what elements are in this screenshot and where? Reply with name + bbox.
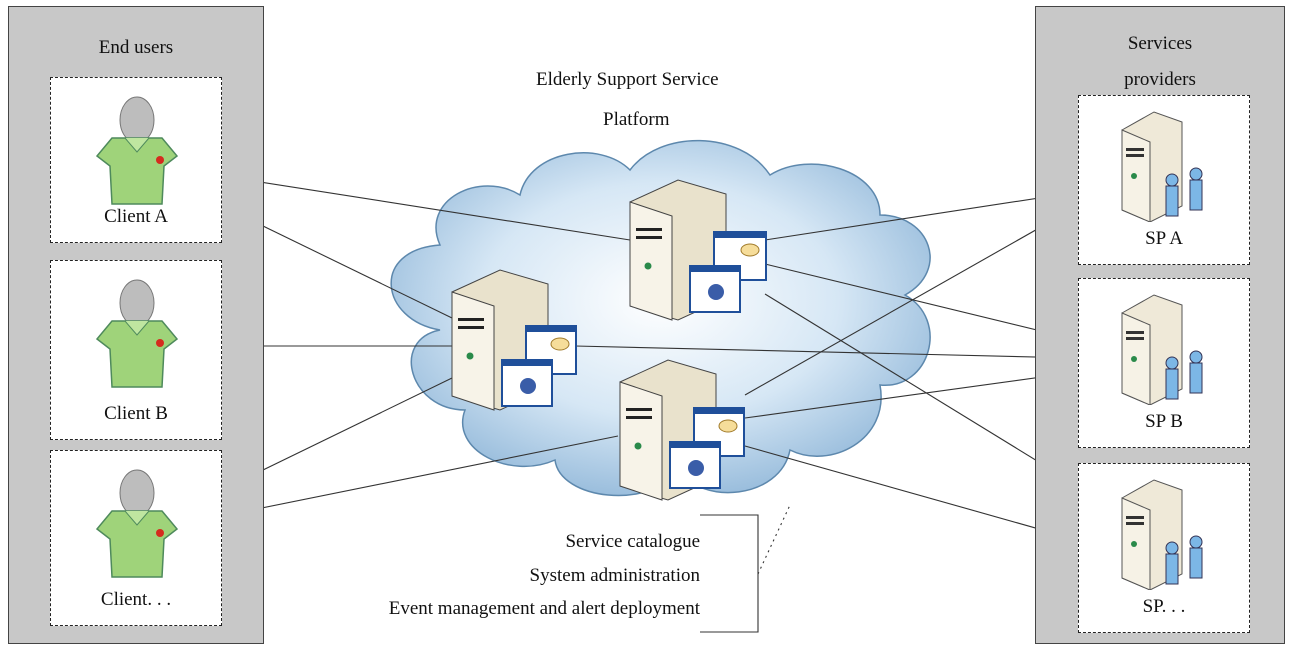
client-box[interactable]: Client. . . bbox=[50, 450, 222, 626]
provider-box[interactable]: SP B bbox=[1078, 278, 1250, 448]
platform-title-line1: Elderly Support Service bbox=[536, 69, 719, 90]
server-with-staff-icon bbox=[1121, 479, 1203, 590]
client-box[interactable]: Client A bbox=[50, 77, 222, 243]
provider-box[interactable]: SP A bbox=[1078, 95, 1250, 265]
platform-title-line2: Platform bbox=[603, 109, 670, 130]
provider-label: SP B bbox=[1145, 411, 1183, 432]
server-with-staff-icon bbox=[1121, 111, 1203, 222]
providers-title-line1: Services bbox=[1127, 33, 1193, 54]
end-users-title: End users bbox=[98, 37, 174, 58]
person-with-sensor-shirt-icon bbox=[95, 279, 179, 388]
person-with-sensor-shirt-icon bbox=[95, 469, 179, 578]
providers-title-line2: providers bbox=[1124, 69, 1196, 90]
connection-lines bbox=[221, 175, 1079, 633]
function-service-catalogue: Service catalogue bbox=[565, 531, 700, 552]
person-with-sensor-shirt-icon bbox=[95, 96, 179, 205]
client-label: Client. . . bbox=[100, 589, 172, 610]
server-with-staff-icon bbox=[1121, 294, 1203, 405]
client-label: Client B bbox=[104, 403, 168, 424]
client-label: Client A bbox=[104, 206, 168, 227]
client-box[interactable]: Client B bbox=[50, 260, 222, 440]
provider-box[interactable]: SP. . . bbox=[1078, 463, 1250, 633]
provider-label: SP. . . bbox=[1142, 596, 1186, 617]
function-event-management: Event management and alert deployment bbox=[388, 598, 700, 619]
function-system-administration: System administration bbox=[529, 565, 700, 586]
platform-cloud bbox=[390, 139, 931, 497]
provider-label: SP A bbox=[1145, 228, 1183, 249]
